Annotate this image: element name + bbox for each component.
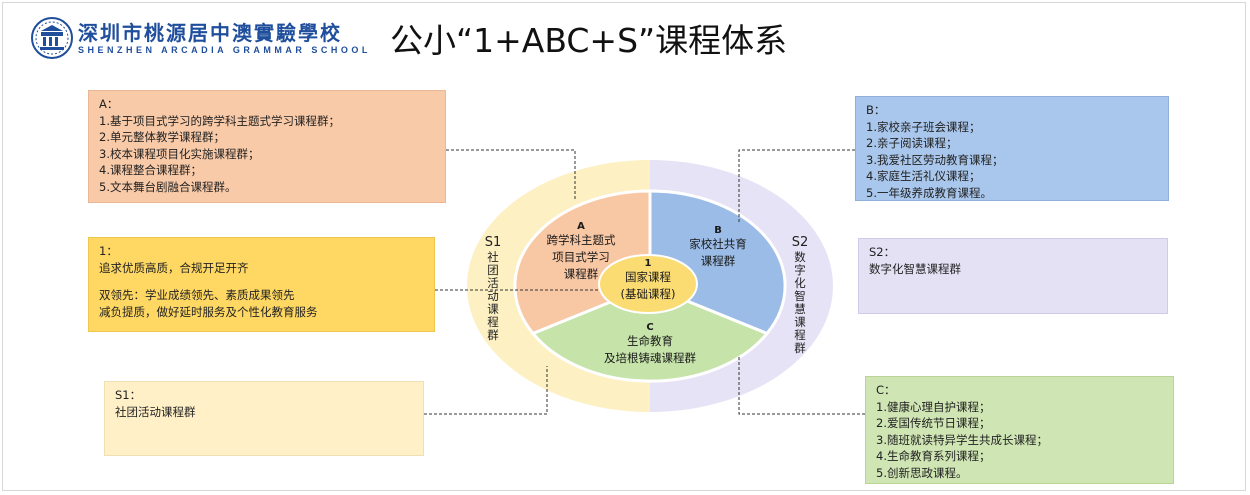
box-b-item: 5.一年级养成教育课程。	[866, 185, 992, 200]
segment-a-label-2: 项目式学习	[552, 250, 610, 264]
box-b-item: 2.亲子阅读课程；	[866, 136, 958, 151]
core-label-1: 国家课程	[625, 270, 671, 284]
ring-s2-char: 程	[794, 328, 806, 342]
connector-c	[738, 357, 865, 415]
ring-s1-char: 程	[487, 315, 499, 329]
school-name-cn: 深圳市桃源居中澳實驗學校	[78, 21, 342, 45]
box-a-item: 2.单元整体教学课程群；	[99, 130, 225, 145]
school-name-en: SHENZHEN ARCADIA GRAMMAR SCHOOL	[78, 45, 371, 55]
ring-s1-char: 社	[487, 250, 499, 264]
segment-a-letter: A	[577, 221, 585, 232]
ring-s1-char: 课	[487, 302, 499, 316]
box-a-item: 1.基于项目式学习的跨学科主题式学习课程群；	[99, 113, 340, 128]
box-b-item: 1.家校亲子班会课程；	[866, 119, 981, 134]
ring-s1-char: 群	[487, 328, 499, 342]
ring-s2-code: S2	[791, 235, 809, 250]
box-c-code: C：	[876, 383, 896, 397]
box-c-item: 3.随班就读特异学生共成长课程；	[876, 432, 1048, 447]
box-1-code: 1：	[99, 244, 118, 258]
segment-a-text: A 跨学科主题式 项目式学习 课程群	[525, 221, 637, 283]
box-s2-code: S2：	[869, 245, 896, 259]
ring-s2-char: 数	[794, 250, 806, 264]
ring-s1-char: 团	[487, 263, 499, 277]
box-b-code: B：	[866, 103, 886, 117]
box-a-item: 4.课程整合课程群；	[99, 163, 202, 178]
school-logo: 深圳市桃源居中澳實驗學校 SHENZHEN ARCADIA GRAMMAR SC…	[30, 16, 367, 62]
box-a-code: A：	[99, 97, 119, 111]
box-1-line2: 双领先：学业成绩领先、素质成果领先	[99, 288, 295, 302]
core-ellipse	[598, 254, 698, 314]
box-b-item: 3.我爱社区劳动教育课程；	[866, 152, 1004, 167]
school-emblem-icon	[31, 17, 73, 59]
box-b: B： 1.家校亲子班会课程； 2.亲子阅读课程； 3.我爱社区劳动教育课程； 4…	[855, 96, 1169, 201]
ring-s1-char: 动	[487, 289, 499, 303]
box-1: 1： 追求优质高质，合规开足开齐 双领先：学业成绩领先、素质成果领先 减负提质，…	[88, 237, 435, 332]
box-c: C： 1.健康心理自护课程； 2.爱国传统节日课程； 3.随班就读特异学生共成长…	[865, 376, 1174, 484]
core-number: 1	[644, 258, 652, 269]
box-c-item: 2.爱国传统节日课程；	[876, 416, 991, 431]
box-s1-text: 社团活动课程群	[115, 404, 196, 419]
box-1-line1: 追求优质高质，合规开足开齐	[99, 261, 249, 275]
ring-s2-char: 慧	[794, 302, 806, 316]
connector-s1	[424, 366, 548, 415]
box-b-item: 4.家庭生活礼仪课程；	[866, 169, 981, 184]
segment-c-label-2: 及培根铸魂课程群	[604, 351, 696, 365]
box-c-item: 4.生命教育系列课程；	[876, 449, 991, 464]
segment-c-letter: C	[646, 322, 654, 333]
box-a-item: 5.文本舞台剧融合课程群。	[99, 179, 237, 194]
ring-s2-char: 智	[794, 289, 806, 303]
page-title: 公小“1+ABC+S”课程体系	[390, 21, 788, 60]
connector-a	[446, 149, 576, 200]
segment-a-label-1: 跨学科主题式	[546, 233, 616, 247]
ring-s2-char: 课	[794, 315, 806, 329]
box-a: A： 1.基于项目式学习的跨学科主题式学习课程群； 2.单元整体教学课程群； 3…	[88, 90, 446, 203]
ring-s1-code: S1	[484, 235, 502, 250]
box-s1-code: S1：	[115, 388, 142, 402]
segment-b-letter: B	[714, 225, 722, 236]
box-s2-text: 数字化智慧课程群	[869, 261, 961, 276]
box-s2: S2： 数字化智慧课程群	[858, 238, 1168, 314]
segment-c-text: C 生命教育 及培根铸魂课程群	[575, 322, 725, 367]
ring-s2-label: S2 数 字 化 智 慧 课 程 群	[790, 236, 810, 355]
box-c-item: 1.健康心理自护课程；	[876, 399, 991, 414]
ring-s1-label: S1 社 团 活 动 课 程 群	[483, 236, 503, 342]
ring-s2-char: 群	[794, 341, 806, 355]
segment-a-label-3: 课程群	[563, 267, 599, 281]
box-c-item: 5.创新思政课程。	[876, 465, 968, 480]
box-a-item: 3.校本课程项目化实施课程群；	[99, 146, 260, 161]
box-s1: S1： 社团活动课程群	[104, 381, 424, 456]
segment-b-label-1: 家校社共育	[689, 237, 747, 251]
segment-b-label-2: 课程群	[700, 254, 736, 268]
ring-s2-char: 化	[794, 276, 806, 290]
core-text: 1 国家课程 (基础课程)	[600, 258, 696, 303]
connector-b	[738, 149, 855, 222]
segment-c	[530, 284, 770, 383]
segment-b-text: B 家校社共育 课程群	[668, 225, 768, 270]
ring-s1-char: 活	[487, 276, 499, 290]
segment-c-label-1: 生命教育	[627, 334, 673, 348]
box-1-line3: 减负提质，做好延时服务及个性化教育服务	[99, 305, 318, 319]
ring-s2-char: 字	[794, 263, 806, 277]
core-label-2: (基础课程)	[620, 287, 676, 301]
